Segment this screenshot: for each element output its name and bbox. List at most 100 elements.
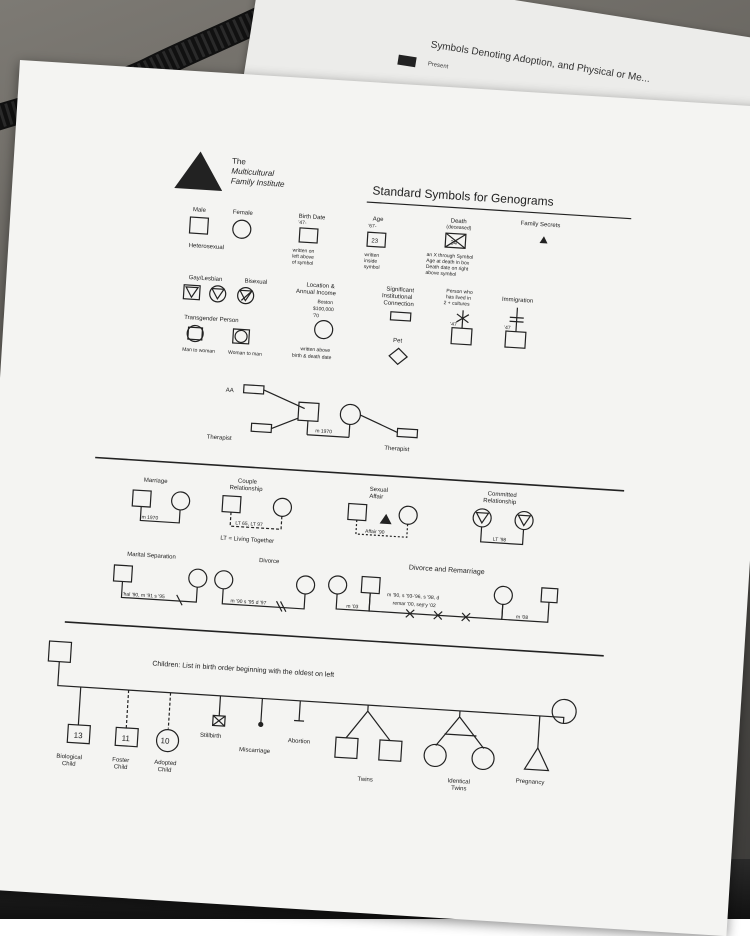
couple-male (222, 496, 241, 513)
gay-male-triangle (185, 287, 198, 298)
age-value: 23 (371, 238, 379, 244)
location-place: Boston (317, 299, 333, 306)
therapist-right-box (397, 428, 417, 437)
stillbirth-line (219, 696, 220, 716)
lt-note: LT = Living Together (220, 536, 274, 545)
label-couple: Couple (238, 479, 258, 486)
label-death-sub: (deceased) (446, 224, 472, 232)
label-woman-to-man: Woman to man (228, 350, 262, 358)
marriage-male (132, 490, 151, 507)
label-stillbirth: Stillbirth (200, 733, 222, 740)
adopted-child-line (168, 693, 170, 729)
adopted-child-age: 10 (160, 736, 170, 746)
miscarriage-line (261, 698, 263, 722)
male-symbol (189, 217, 208, 234)
divorce-female (214, 570, 233, 589)
location-note-2: birth & death date (292, 353, 332, 361)
female-symbol (232, 220, 251, 239)
logo-text-3: Family Institute (231, 176, 286, 188)
birth-date-value: '47- (298, 220, 307, 227)
location-symbol (314, 320, 333, 339)
section-divider-1 (95, 458, 624, 491)
label-twins: Twins (357, 777, 373, 784)
label-biological: Biological (56, 754, 82, 762)
foster-child-age: 11 (121, 734, 130, 744)
therapist-right-connector (359, 415, 398, 432)
label-annual-income: Annual Income (296, 289, 337, 298)
transgender-mtw-inner (188, 327, 203, 340)
marriage-date: m 1970 (141, 515, 158, 522)
bio-child-line (78, 687, 80, 725)
twin-1 (335, 737, 358, 758)
label-biological-2: Child (62, 761, 76, 768)
miscarriage-dot (259, 722, 263, 726)
dr-date-4: m '08 (516, 614, 529, 621)
therapy-marriage-right (349, 424, 350, 437)
divorce-date: m '90 s '95 d '97 (230, 598, 266, 606)
immigration-cross-2 (510, 321, 524, 322)
label-bisexual: Bisexual (244, 279, 267, 286)
affair-male (348, 504, 367, 521)
death-note-4: above symbol (425, 270, 456, 278)
label-transgender: Transgender Person (184, 315, 239, 324)
logo-triangle-icon (174, 150, 224, 191)
divorce-female-2 (296, 575, 315, 594)
label-separation: Marital Separation (127, 552, 176, 561)
label-family-secrets: Family Secrets (521, 221, 561, 229)
abortion-cross (294, 721, 304, 722)
label-heterosexual: Heterosexual (188, 243, 224, 251)
therapy-marriage-left (307, 421, 308, 435)
bisexual-triangle (239, 290, 252, 301)
couple-female (273, 498, 292, 517)
label-adopted-2: Child (157, 767, 171, 774)
committed-female-2 (515, 511, 534, 530)
legend-swatch (397, 55, 416, 68)
institution-symbol (390, 312, 410, 321)
back-paper-title: Symbols Denoting Adoption, and Physical … (430, 40, 651, 86)
twin-2 (379, 740, 402, 761)
birth-note-3: of symbol (292, 259, 314, 266)
identical-twin-1 (423, 744, 446, 767)
label-connection: Connection (383, 300, 414, 308)
back-paper-label: Present (427, 61, 448, 70)
label-identical-2: Twins (451, 786, 467, 793)
immigration-line (516, 308, 518, 332)
label-aa: AA (225, 388, 233, 394)
affair-female (399, 506, 418, 525)
logo-text-1: The (232, 157, 247, 167)
label-divorce-remarriage: Divorce and Remarriage (409, 564, 485, 576)
label-foster-2: Child (114, 764, 128, 771)
label-affair: Affair (369, 494, 383, 501)
committed-female-1 (473, 508, 492, 527)
children-title: Children: List in birth order beginning … (152, 661, 334, 679)
label-therapist-right: Therapist (384, 446, 410, 454)
label-man-to-woman: Man to woman (182, 347, 215, 355)
dr-male (361, 577, 380, 594)
marriage-female (171, 491, 190, 510)
age-note-3: symbol (363, 264, 379, 271)
death-age: 34 (450, 240, 458, 246)
lived-in-year: '47 (450, 322, 457, 328)
committed-date: LT '98 (493, 537, 507, 544)
page-title: Standard Symbols for Genograms (372, 183, 554, 208)
pregnancy-symbol (524, 747, 549, 770)
label-immigration: Immigration (502, 297, 534, 305)
genogram-sheet: The Multicultural Family Institute Stand… (0, 60, 750, 936)
identical-twins-lines (436, 710, 486, 749)
foster-child-line (126, 690, 128, 728)
label-male: Male (193, 207, 207, 214)
section-divider-2 (65, 622, 604, 656)
affair-secret-icon (380, 514, 393, 525)
label-divorce: Divorce (259, 558, 280, 565)
affair-date: Affair '90 (365, 529, 385, 536)
separation-male (113, 565, 132, 582)
dr-date-1: m '03 (346, 604, 359, 611)
label-gay-lesbian: Gay/Lesbian (188, 275, 222, 283)
bio-child-age: 13 (73, 731, 83, 741)
separation-date: 'hal '90, m '91 s '95 (122, 592, 165, 601)
immigration-symbol (505, 331, 526, 348)
immigration-year: '47 (504, 325, 511, 331)
twins-lines (346, 704, 392, 741)
label-marriage: Marriage (144, 478, 169, 486)
therapy-marriage-date: m 1970 (315, 428, 332, 435)
